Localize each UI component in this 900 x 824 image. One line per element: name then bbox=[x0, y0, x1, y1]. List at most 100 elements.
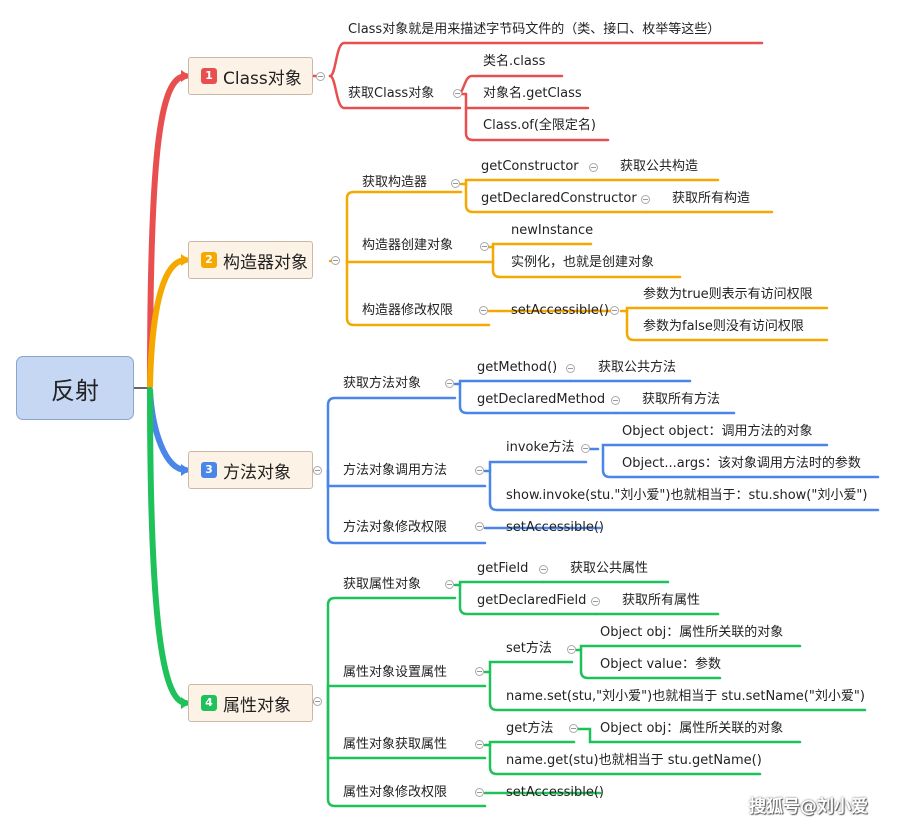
connector-line bbox=[453, 580, 545, 587]
collapse-toggle-icon[interactable] bbox=[316, 72, 325, 81]
collapse-toggle-icon[interactable] bbox=[331, 256, 340, 265]
topic-get-arg[interactable]: Object obj：属性所关联的对象 bbox=[600, 721, 784, 736]
collapse-toggle-icon[interactable] bbox=[480, 242, 489, 251]
connector-line bbox=[326, 684, 487, 704]
topic-get-method[interactable]: getMethod() bbox=[477, 360, 558, 375]
topic-get-constructor[interactable]: 获取构造器 bbox=[362, 175, 428, 190]
topic-invoke-arg[interactable]: Object...args：该对象调用方法时的参数 bbox=[622, 456, 861, 471]
topic-field-modify-access[interactable]: 属性对象修改权限 bbox=[343, 785, 448, 800]
topic-get-method[interactable]: get方法 bbox=[506, 721, 554, 736]
topic-set-method[interactable]: set方法 bbox=[506, 641, 552, 656]
connector-line bbox=[147, 257, 189, 389]
connector-line bbox=[345, 259, 495, 264]
branch-number-badge: 4 bbox=[201, 695, 217, 711]
topic-param-true[interactable]: 参数为true则表示有访问权限 bbox=[643, 287, 813, 302]
collapse-toggle-icon[interactable] bbox=[567, 645, 576, 654]
topic-param-false[interactable]: 参数为false则没有访问权限 bbox=[643, 319, 804, 334]
topic-invoke-method[interactable]: invoke方法 bbox=[506, 440, 575, 455]
topic-get-declared-field-desc[interactable]: 获取所有属性 bbox=[622, 593, 701, 608]
collapse-toggle-icon[interactable] bbox=[451, 179, 460, 188]
collapse-toggle-icon[interactable] bbox=[475, 466, 484, 475]
topic-field-get[interactable]: 属性对象获取属性 bbox=[343, 737, 448, 752]
topic-get-declared-field[interactable]: getDeclaredField bbox=[477, 593, 587, 608]
root-label: 反射 bbox=[51, 376, 99, 405]
topic-constructor-create-object[interactable]: 构造器创建对象 bbox=[362, 238, 454, 253]
topic-get-declared-method-desc[interactable]: 获取所有方法 bbox=[642, 392, 721, 407]
topic-set-example[interactable]: name.set(stu,"刘小爱")也就相当于 stu.setName("刘小… bbox=[506, 689, 865, 704]
collapse-toggle-icon[interactable] bbox=[539, 565, 548, 574]
connector-line bbox=[326, 596, 457, 704]
connector-line bbox=[458, 583, 598, 616]
topic-get-constructor-desc[interactable]: 获取公共构造 bbox=[620, 159, 699, 174]
connector-line bbox=[483, 740, 576, 747]
topic-get-declared-constructor-method[interactable]: getDeclaredConstructor bbox=[481, 191, 637, 206]
connector-line bbox=[483, 460, 588, 473]
connector-line bbox=[328, 41, 764, 78]
collapse-toggle-icon[interactable] bbox=[475, 667, 484, 676]
topic-set-accessible[interactable]: setAccessible() bbox=[506, 520, 604, 535]
topic-get-declared-constructor-desc[interactable]: 获取所有构造 bbox=[672, 191, 751, 206]
collapse-toggle-icon[interactable] bbox=[589, 163, 598, 172]
branch-class-object[interactable]: 1 Class对象 bbox=[188, 57, 313, 95]
topic-invoke-arg[interactable]: Object object：调用方法的对象 bbox=[622, 424, 813, 439]
topic-class-way[interactable]: 对象名.getClass bbox=[483, 86, 582, 101]
connector-line bbox=[579, 644, 802, 652]
connector-line bbox=[619, 306, 829, 313]
topic-constructor-modify-access[interactable]: 构造器修改权限 bbox=[362, 303, 454, 318]
topic-get-method-desc[interactable]: 获取公共方法 bbox=[598, 360, 677, 375]
collapse-toggle-icon[interactable] bbox=[313, 697, 322, 706]
topic-method-modify-access[interactable]: 方法对象修改权限 bbox=[343, 520, 448, 535]
topic-method-invoke[interactable]: 方法对象调用方法 bbox=[343, 463, 448, 478]
collapse-toggle-icon[interactable] bbox=[475, 522, 484, 531]
collapse-toggle-icon[interactable] bbox=[445, 580, 454, 589]
topic-new-instance-desc[interactable]: 实例化，也就是创建对象 bbox=[511, 255, 655, 270]
topic-field-set[interactable]: 属性对象设置属性 bbox=[343, 665, 448, 680]
root-node[interactable]: 反射 bbox=[16, 356, 134, 420]
topic-class-way[interactable]: Class.of(全限定名) bbox=[483, 118, 597, 133]
branch-label: Class对象 bbox=[223, 68, 302, 89]
connector-line bbox=[147, 73, 189, 389]
collapse-toggle-icon[interactable] bbox=[591, 597, 600, 606]
topic-class-description[interactable]: Class对象就是用来描述字节码文件的（类、接口、枚举等这些） bbox=[348, 22, 721, 37]
collapse-toggle-icon[interactable] bbox=[445, 379, 454, 388]
collapse-toggle-icon[interactable] bbox=[610, 306, 619, 315]
topic-class-way[interactable]: 类名.class bbox=[483, 54, 546, 69]
collapse-toggle-icon[interactable] bbox=[569, 724, 578, 733]
topic-get-class-object[interactable]: 获取Class对象 bbox=[348, 86, 435, 101]
arrow-head-icon bbox=[181, 697, 190, 709]
connector-line bbox=[453, 379, 572, 386]
branch-method-object[interactable]: 3 方法对象 bbox=[188, 451, 313, 489]
collapse-toggle-icon[interactable] bbox=[453, 89, 462, 98]
arrow-head-icon bbox=[181, 464, 190, 476]
collapse-toggle-icon[interactable] bbox=[581, 444, 590, 453]
topic-get-declared-method[interactable]: getDeclaredMethod bbox=[477, 392, 606, 407]
topic-set-accessible[interactable]: setAccessible() bbox=[506, 785, 604, 800]
collapse-toggle-icon[interactable] bbox=[611, 396, 620, 405]
topic-get-example[interactable]: name.get(stu)也就相当于 stu.getName() bbox=[506, 753, 762, 768]
topic-get-method-object[interactable]: 获取方法对象 bbox=[343, 376, 422, 391]
connector-line bbox=[576, 727, 802, 744]
collapse-toggle-icon[interactable] bbox=[479, 306, 488, 315]
topic-set-arg[interactable]: Object obj：属性所关联的对象 bbox=[600, 625, 784, 640]
branch-constructor-object[interactable]: 2 构造器对象 bbox=[188, 241, 313, 279]
connector-line bbox=[579, 648, 722, 680]
collapse-toggle-icon[interactable] bbox=[566, 364, 575, 373]
collapse-toggle-icon[interactable] bbox=[641, 195, 650, 204]
topic-get-field[interactable]: getField bbox=[477, 561, 529, 576]
topic-new-instance[interactable]: newInstance bbox=[511, 223, 594, 238]
collapse-toggle-icon[interactable] bbox=[475, 788, 484, 797]
connector-line bbox=[625, 309, 829, 342]
collapse-toggle-icon[interactable] bbox=[475, 740, 484, 749]
topic-set-accessible[interactable]: setAccessible() bbox=[511, 303, 609, 318]
topic-set-arg[interactable]: Object value：参数 bbox=[600, 657, 721, 672]
connector-line bbox=[459, 178, 596, 186]
topic-get-field-object[interactable]: 获取属性对象 bbox=[343, 577, 422, 592]
topic-get-field-desc[interactable]: 获取公共属性 bbox=[570, 561, 649, 576]
connector-line bbox=[464, 92, 610, 142]
topic-invoke-example[interactable]: show.invoke(stu."刘小爱")也就相当于：stu.show("刘小… bbox=[506, 488, 868, 503]
collapse-toggle-icon[interactable] bbox=[313, 466, 322, 475]
connector-line bbox=[147, 387, 189, 706]
topic-get-constructor-method[interactable]: getConstructor bbox=[481, 159, 579, 174]
branch-field-object[interactable]: 4 属性对象 bbox=[188, 684, 313, 722]
